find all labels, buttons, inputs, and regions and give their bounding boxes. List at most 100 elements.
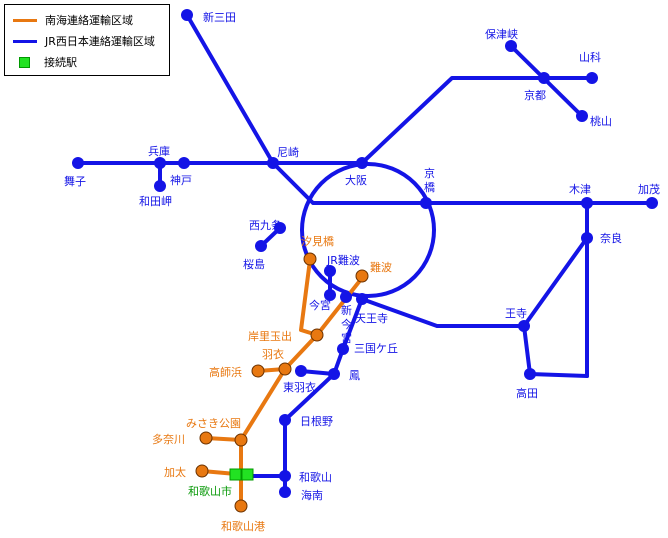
label-shinimamiya-1: 新 (341, 303, 352, 317)
station-dot-kyoto[interactable] (538, 72, 550, 84)
label-takada: 高田 (516, 386, 538, 400)
label-oji: 王寺 (505, 307, 527, 320)
label-wakayamashi: 和歌山市 (188, 484, 232, 498)
label-kobe: 神戸 (170, 173, 192, 187)
connect-square-left (229, 468, 242, 481)
station-dot-takaishi[interactable] (251, 364, 265, 378)
station-dot-shinimamiya[interactable] (340, 291, 352, 303)
nankai-stations (195, 252, 369, 513)
label-mikunigaoka: 三国ケ丘 (354, 342, 398, 355)
label-kizu: 木津 (569, 183, 591, 196)
station-dot-momoyama[interactable] (576, 110, 588, 122)
jr-stations (72, 9, 658, 498)
station-dot-wakayamako[interactable] (234, 499, 248, 513)
label-hotsukyo: 保津峡 (485, 27, 518, 41)
station-dot-kamo[interactable] (646, 197, 658, 209)
label-wakayama: 和歌山 (299, 470, 332, 484)
station-dot-namba[interactable] (355, 269, 369, 283)
station-dot-oji[interactable] (518, 320, 530, 332)
station-dot-nishikujo[interactable] (274, 222, 286, 234)
station-dot-yamashina[interactable] (586, 72, 598, 84)
label-shinsanda: 新三田 (203, 10, 236, 24)
station-dot-hyogo[interactable] (154, 157, 166, 169)
label-tennoji: 天王寺 (355, 312, 388, 325)
label-hineno: 日根野 (300, 414, 333, 428)
label-tanagawa: 多奈川 (152, 432, 185, 446)
legend-label-jr: JR西日本連絡運輸区域 (45, 35, 155, 48)
label-nishikujo: 西九条 (249, 218, 282, 232)
label-kyoto: 京都 (524, 88, 546, 102)
station-dot-tennoji[interactable] (356, 293, 368, 305)
osaka-loop-line (300, 162, 436, 298)
label-wadamisaki: 和田岬 (139, 195, 172, 208)
label-amagasaki: 尼崎 (277, 145, 299, 159)
station-dot-kada[interactable] (195, 464, 209, 478)
jr-line-tozai (271, 161, 654, 205)
legend-row-jr: JR西日本連絡運輸区域 (13, 32, 155, 50)
jr-line-wakayama (522, 324, 589, 378)
label-kamo: 加茂 (638, 182, 660, 196)
station-dot-kishinosato[interactable] (310, 328, 324, 342)
station-dot-hotsukyo[interactable] (505, 40, 517, 52)
station-dot-misakikoen[interactable] (234, 433, 248, 447)
connection-station-wakayamashi[interactable] (229, 468, 254, 481)
station-dot-mikunigaoka[interactable] (337, 343, 349, 355)
legend-row-nankai: 南海連絡運輸区域 (13, 11, 133, 29)
station-dot-nara[interactable] (581, 232, 593, 244)
label-higashihagoromo: 東羽衣 (283, 380, 316, 394)
label-maiko: 舞子 (64, 175, 86, 188)
label-kishinosato: 岸里玉出 (248, 329, 292, 343)
label-kainan: 海南 (301, 488, 323, 502)
station-dot-kainan[interactable] (279, 486, 291, 498)
legend-swatch-connect (19, 56, 30, 68)
label-kyobashi-2: 橋 (424, 180, 435, 194)
label-namba: 難波 (370, 261, 392, 274)
station-dot-shiomibashi[interactable] (303, 252, 317, 266)
label-osaka: 大阪 (345, 173, 367, 187)
label-kada: 加太 (164, 466, 186, 479)
station-dot-tanagawa[interactable] (199, 431, 213, 445)
connect-square-right (241, 468, 254, 481)
label-jrnamba: JR難波 (326, 254, 360, 267)
station-dot-amagasaki[interactable] (267, 157, 279, 169)
label-nara: 奈良 (600, 231, 622, 245)
station-dot-takada[interactable] (524, 368, 536, 380)
jr-line-fukuchiyama (185, 13, 275, 165)
station-dot-maiko[interactable] (72, 157, 84, 169)
legend-label-connect: 接続駅 (44, 56, 77, 69)
label-shiomibashi: 汐見橋 (301, 234, 334, 248)
legend-swatch-jr (13, 39, 37, 43)
label-momoyama: 桃山 (590, 114, 612, 128)
label-otori: 鳳 (349, 369, 360, 382)
station-dot-wakayama[interactable] (279, 470, 291, 482)
label-kyobashi-1: 京 (424, 166, 435, 180)
station-dot-sakurajima[interactable] (255, 240, 267, 252)
station-dot-kyobashi[interactable] (420, 197, 432, 209)
station-dot-kobe[interactable] (178, 157, 190, 169)
station-dot-jrnamba[interactable] (324, 265, 336, 277)
jr-labels: 新三田 保津峡 山科 京都 桃山 兵庫 尼崎 舞子 神戸 和田岬 大阪 京 橋 … (64, 10, 660, 502)
jr-lines (76, 13, 654, 494)
label-shinimamiya-3: 宮 (341, 331, 352, 345)
label-wakayamako: 和歌山港 (221, 519, 265, 533)
label-hagoromo: 羽衣 (262, 347, 284, 361)
label-shinimamiya-2: 今 (341, 317, 352, 331)
nankai-lines (200, 258, 364, 508)
label-misakikoen: みさき公園 (186, 417, 241, 430)
station-dot-imamiya[interactable] (324, 289, 336, 301)
station-dot-shinsanda[interactable] (181, 9, 193, 21)
station-dot-kizu[interactable] (581, 197, 593, 209)
station-dot-hineno[interactable] (279, 414, 291, 426)
label-yamashina: 山科 (579, 50, 601, 64)
legend-label-nankai: 南海連絡運輸区域 (45, 14, 133, 27)
station-dot-higashihagoromo[interactable] (295, 365, 307, 377)
station-dot-hagoromo[interactable] (278, 362, 292, 376)
station-dot-osaka[interactable] (356, 157, 368, 169)
station-dot-wadamisaki[interactable] (154, 180, 166, 192)
label-sakurajima: 桜島 (243, 257, 265, 271)
nankai-labels: 汐見橋 難波 岸里玉出 羽衣 高師浜 みさき公園 多奈川 加太 和歌山港 (152, 234, 392, 533)
station-dot-otori[interactable] (328, 368, 340, 380)
legend: 南海連絡運輸区域 JR西日本連絡運輸区域 接続駅 (4, 4, 170, 76)
label-imamiya: 今宮 (309, 298, 331, 312)
